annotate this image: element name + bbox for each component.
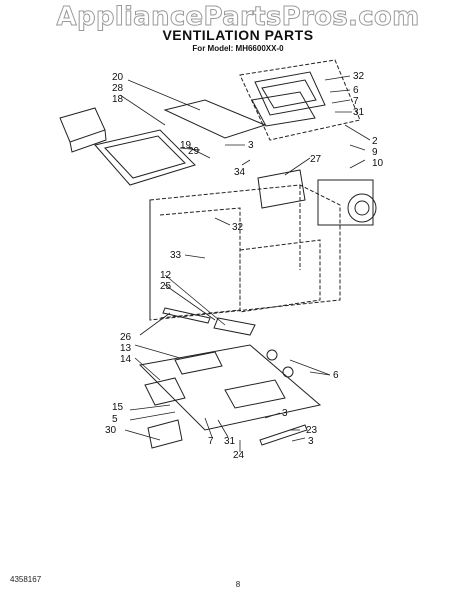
grease-filter (94, 129, 196, 186)
vent-grille (254, 71, 326, 116)
callout-23: 23 (306, 425, 318, 436)
blower-wheel (317, 179, 377, 226)
callout-26: 26 (120, 332, 132, 343)
callout-labels: 20 28 18 32 6 7 31 2 9 10 3 19 29 34 27 … (105, 71, 384, 461)
callout-10: 10 (372, 158, 384, 169)
callout-6b: 6 (333, 370, 339, 381)
leader-lines (119, 75, 371, 452)
motor-bracket (257, 169, 306, 209)
callout-27: 27 (310, 154, 322, 165)
watermark-logo: AppliancePartsPros.com (56, 2, 420, 33)
lamp-bulbs (266, 349, 294, 378)
callout-32b: 32 (232, 222, 244, 233)
base-plate (138, 344, 322, 431)
page-title: VENTILATION PARTS (162, 27, 314, 43)
callout-20: 20 (112, 72, 124, 83)
light-bracket (147, 419, 183, 449)
callout-31b: 31 (224, 436, 236, 447)
callout-12: 12 (160, 270, 172, 281)
callout-25: 25 (160, 281, 172, 292)
lower-grille (144, 377, 186, 406)
callout-3: 3 (248, 140, 254, 151)
callout-28: 28 (112, 83, 124, 94)
side-duct (59, 107, 107, 153)
callout-14: 14 (120, 354, 132, 365)
callout-29: 29 (188, 146, 200, 157)
callout-18: 18 (112, 94, 124, 105)
callout-32: 32 (353, 71, 365, 82)
callout-31: 31 (353, 107, 365, 118)
callout-7b: 7 (208, 436, 214, 447)
callout-13: 13 (120, 343, 132, 354)
callout-3c: 3 (308, 436, 314, 447)
page-number: 8 (235, 580, 241, 589)
callout-2: 2 (372, 136, 378, 147)
callout-5: 5 (112, 414, 118, 425)
front-strip (162, 307, 211, 324)
document-number: 4358167 (10, 575, 42, 584)
grille-frame (251, 91, 316, 127)
vent-assembly-outline (239, 59, 361, 141)
callout-15: 15 (112, 402, 124, 413)
callout-19: 19 (180, 140, 192, 151)
model-subtitle: For Model: MH6600XX-0 (192, 44, 284, 53)
callout-34: 34 (234, 167, 246, 178)
callout-7: 7 (353, 96, 359, 107)
top-plate (163, 99, 267, 139)
callout-9: 9 (372, 147, 378, 158)
cavity-frame (149, 184, 341, 321)
lamp-rail (259, 424, 308, 446)
callout-6: 6 (353, 85, 359, 96)
callout-30: 30 (105, 425, 117, 436)
damper-plate (213, 317, 256, 336)
callout-33: 33 (170, 250, 182, 261)
callout-3b: 3 (282, 408, 288, 419)
callout-24: 24 (233, 450, 245, 461)
